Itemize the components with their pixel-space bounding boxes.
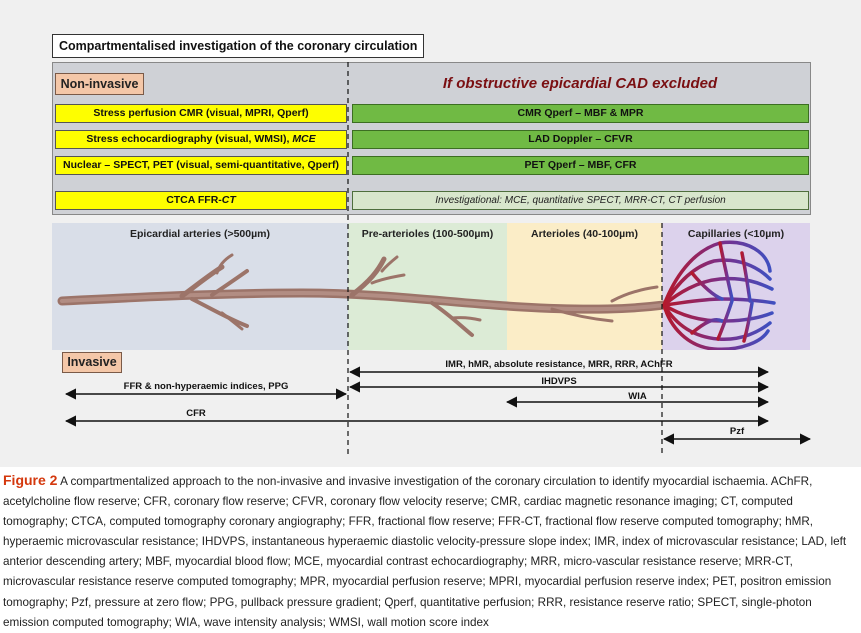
figure-label: Figure 2: [3, 472, 58, 488]
zone-label-epicardial: Epicardial arteries (>500µm): [130, 228, 270, 240]
label-ihdvps: IHDVPS: [541, 376, 577, 387]
label-ffr: FFR & non-hyperaemic indices, PPG: [123, 381, 289, 392]
label-pzf: Pzf: [729, 426, 745, 437]
label-cfr: CFR: [186, 408, 206, 419]
vessel-illustration: [57, 240, 776, 350]
test-text: Stress perfusion CMR (visual, MPRI, Qper…: [93, 107, 309, 119]
test-stress-perfusion-cmr: Stress perfusion CMR (visual, MPRI, Qper…: [55, 104, 347, 123]
test-italic: CT: [221, 194, 236, 206]
test-stress-echo: Stress echocardiography (visual, WMSI), …: [55, 130, 347, 149]
zone-label-prearterioles: Pre-arterioles (100-500µm): [361, 228, 494, 240]
test-text: Nuclear – SPECT, PET (visual, semi-quant…: [63, 159, 339, 171]
zone-prearterioles: [348, 223, 507, 350]
test-ctca-ffr-ct: CTCA FFR-CT: [55, 191, 347, 210]
test-lad-doppler: LAD Doppler – CFVR: [352, 130, 809, 149]
zone-label-arterioles: Arterioles (40-100µm): [530, 228, 638, 240]
test-text: Stress echocardiography (visual, WMSI),: [86, 133, 293, 145]
test-text: CTCA FFR-: [166, 194, 222, 206]
test-cmr-qperf: CMR Qperf – MBF & MPR: [352, 104, 809, 123]
non-invasive-label: Non-invasive: [55, 73, 144, 95]
caption-text: A compartmentalized approach to the non-…: [3, 475, 847, 629]
invasive-label: Invasive: [62, 352, 122, 373]
zone-label-capillaries: Capillaries (<10µm): [687, 228, 785, 240]
cad-excluded-headline: If obstructive epicardial CAD excluded: [442, 75, 718, 92]
zone-epicardial: [52, 223, 348, 350]
test-italic: MCE: [292, 133, 316, 145]
label-imr: IMR, hMR, absolute resistance, MRR, RRR,…: [445, 359, 673, 370]
arrows-overlay: [64, 62, 812, 455]
zone-arterioles: [507, 223, 662, 350]
diagram-title: Compartmentalised investigation of the c…: [52, 34, 424, 58]
investigational-tests: Investigational: MCE, quantitative SPECT…: [352, 191, 809, 210]
test-pet-qperf: PET Qperf – MBF, CFR: [352, 156, 809, 175]
figure-caption: Figure 2 A compartmentalized approach to…: [3, 470, 855, 633]
label-wia: WIA: [628, 391, 647, 402]
test-nuclear: Nuclear – SPECT, PET (visual, semi-quant…: [55, 156, 347, 175]
diagram-frame: Compartmentalised investigation of the c…: [0, 0, 861, 467]
